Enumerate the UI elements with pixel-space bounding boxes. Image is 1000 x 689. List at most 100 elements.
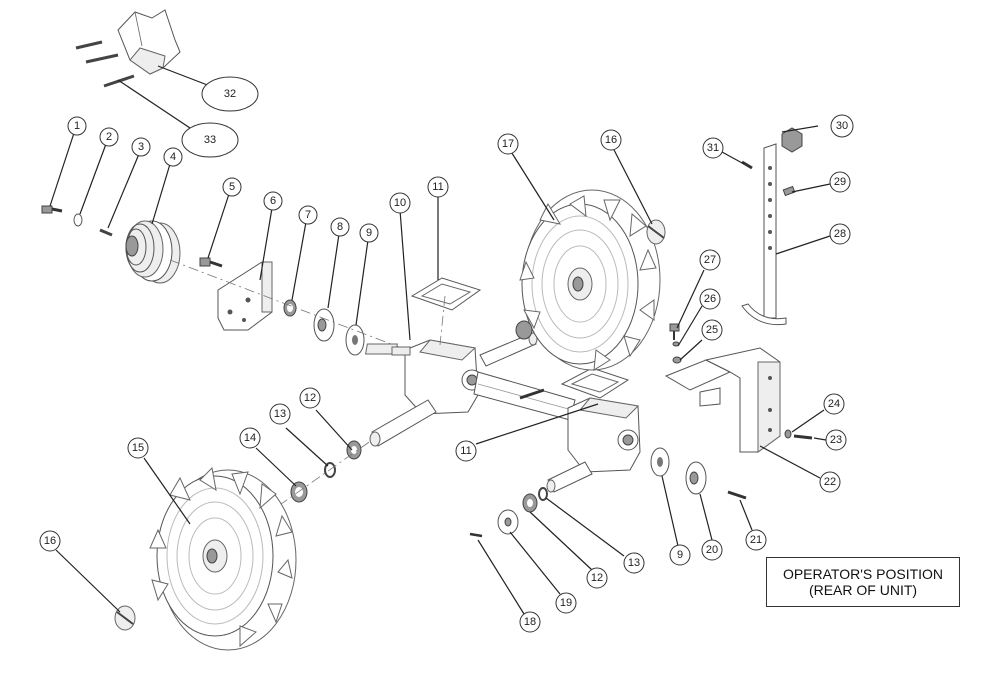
key-part-3	[99, 228, 113, 237]
callout-23: 23	[825, 429, 847, 451]
gasket-part-9-left	[345, 324, 365, 356]
callout-16-right-label: 16	[605, 134, 617, 146]
callout-2: 2	[99, 127, 119, 147]
bolt-part-1	[41, 205, 63, 214]
callout-28: 28	[829, 223, 851, 245]
seal-part-12-right	[522, 493, 538, 513]
callout-11-top: 11	[427, 176, 449, 198]
callout-13-right: 13	[623, 552, 645, 574]
operator-position-note: OPERATOR'S POSITION (REAR OF UNIT)	[766, 557, 960, 607]
bolt-part-27	[669, 323, 680, 340]
callout-6-label: 6	[270, 195, 276, 207]
callout-19: 19	[555, 592, 577, 614]
nut-part-25	[672, 356, 682, 364]
ring-part-13-right	[538, 487, 548, 501]
gasket-part-11-lower	[560, 367, 630, 399]
washer-near-right-wheel	[515, 320, 533, 340]
hitch-bracket	[664, 347, 781, 453]
callout-11-top-label: 11	[432, 181, 443, 193]
callout-15: 15	[127, 437, 149, 459]
callout-22-label: 22	[824, 476, 836, 488]
callout-15-label: 15	[132, 442, 144, 454]
callout-24-label: 24	[828, 398, 840, 410]
callout-18: 18	[519, 611, 541, 633]
bearing-part-8	[313, 308, 335, 342]
pin-part-29	[782, 185, 796, 197]
callout-26: 26	[699, 288, 721, 310]
callout-9-right-label: 9	[677, 549, 683, 561]
callout-17: 17	[497, 133, 519, 155]
callout-3-label: 3	[138, 141, 144, 153]
callout-16-left-label: 16	[44, 535, 56, 547]
note-line-1: OPERATOR'S POSITION	[782, 566, 944, 582]
callout-29: 29	[829, 171, 851, 193]
callout-3: 3	[131, 137, 151, 157]
callout-11-bottom: 11	[455, 440, 477, 462]
callout-22: 22	[819, 471, 841, 493]
callout-20: 20	[701, 539, 723, 561]
callout-29-label: 29	[834, 176, 846, 188]
callout-33: 33	[181, 122, 239, 158]
callout-5: 5	[222, 177, 242, 197]
ring-part-13-left	[324, 462, 336, 478]
callout-7-label: 7	[305, 209, 311, 221]
callout-13-left: 13	[269, 403, 291, 425]
callout-13-left-label: 13	[274, 408, 286, 420]
leader-lines	[49, 65, 831, 615]
callout-11-bottom-label: 11	[460, 445, 471, 457]
callout-17-label: 17	[502, 138, 514, 150]
gasket-part-9-right	[650, 447, 670, 477]
callout-16-right: 16	[600, 129, 622, 151]
callout-31-label: 31	[707, 142, 719, 154]
gasket-part-11-upper	[410, 277, 482, 311]
bolt-part-21	[727, 490, 747, 500]
callout-25-label: 25	[706, 324, 718, 336]
callout-1: 1	[67, 116, 87, 136]
callout-24: 24	[823, 393, 845, 415]
callout-26-label: 26	[704, 293, 716, 305]
callout-8-label: 8	[337, 221, 343, 233]
callout-32-label: 32	[224, 88, 236, 100]
bearing-part-20	[685, 461, 707, 495]
bolt-part-31	[741, 160, 753, 170]
callout-23-label: 23	[830, 434, 842, 446]
callout-27-label: 27	[704, 254, 716, 266]
callout-27: 27	[699, 249, 721, 271]
callout-13-right-label: 13	[628, 557, 640, 569]
callout-12-right: 12	[586, 567, 608, 589]
callout-9-left: 9	[359, 223, 379, 243]
callout-2-label: 2	[106, 131, 112, 143]
bolt-part-5	[199, 257, 223, 268]
callout-4-label: 4	[170, 151, 176, 163]
callout-30: 30	[830, 114, 854, 138]
bushing-part-14	[290, 481, 308, 503]
callout-6: 6	[263, 191, 283, 211]
callout-18-label: 18	[524, 616, 536, 628]
callout-10-label: 10	[394, 197, 406, 209]
note-line-2: (REAR OF UNIT)	[808, 582, 918, 598]
belt-guard-cover	[117, 9, 181, 75]
washer-part-2	[73, 213, 83, 227]
callout-21: 21	[745, 529, 767, 551]
washer-part-24	[784, 429, 792, 439]
depth-bar	[741, 143, 787, 326]
callout-16-left: 16	[39, 530, 61, 552]
callout-12-left: 12	[299, 387, 321, 409]
callout-21-label: 21	[750, 534, 762, 546]
callout-7: 7	[298, 205, 318, 225]
callout-4: 4	[163, 147, 183, 167]
callout-32: 32	[201, 76, 259, 112]
transmission-housing	[364, 332, 641, 493]
bolt-part-23	[793, 434, 813, 440]
callout-30-label: 30	[836, 120, 848, 132]
callout-10: 10	[389, 192, 411, 214]
callout-8: 8	[330, 217, 350, 237]
left-wheel	[149, 466, 297, 651]
screw-part-18	[469, 532, 483, 538]
callout-5-label: 5	[229, 181, 235, 193]
callout-14-label: 14	[244, 432, 256, 444]
callout-19-label: 19	[560, 597, 572, 609]
callout-33-label: 33	[204, 134, 216, 146]
seal-part-12-left	[346, 440, 362, 460]
